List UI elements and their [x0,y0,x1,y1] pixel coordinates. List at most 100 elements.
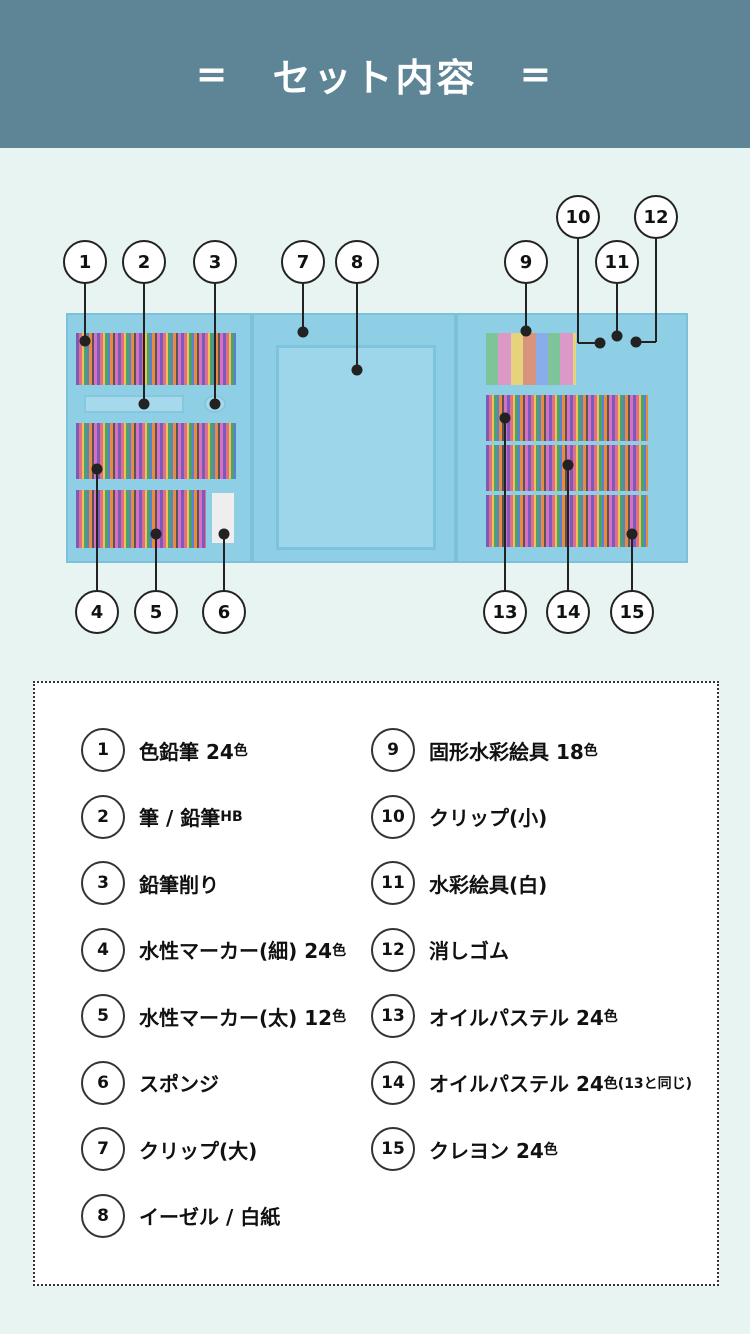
header-right-mark: = [519,52,555,96]
item-number: 4 [81,927,125,972]
item-number: 2 [81,794,125,839]
easel-board [276,345,436,550]
item-number: 7 [81,1127,125,1171]
callout-number: 5 [134,590,178,634]
leader-line [631,534,633,612]
leader-dot [91,463,103,475]
leader-line [636,341,656,343]
leader-dot [351,364,363,376]
item-name: 消しゴム [429,939,509,963]
item-number: 3 [81,861,125,905]
callout-number: 1 [63,240,107,284]
item-number: 1 [81,728,125,772]
callout-number: 9 [504,240,548,284]
item-name: 水性マーカー(太) 12 [139,1005,333,1030]
list-item: 6 スポンジ [81,1060,219,1105]
leader-line [616,262,618,336]
callout-number: 4 [75,590,119,634]
leader-line [84,262,86,341]
leader-line [302,262,304,332]
right-panel [456,313,688,563]
leader-dot [626,528,638,540]
item-suffix: 色(13と同じ) [603,1075,693,1092]
item-number: 11 [371,861,415,905]
item-number: 8 [81,1193,125,1238]
leader-line [655,217,657,342]
list-item: 7 クリップ(大) [81,1127,257,1171]
leader-line [214,262,216,404]
list-item: 10 クリップ(小) [371,794,548,839]
leader-line [577,217,579,343]
leader-dot [562,459,574,471]
header-left-mark: = [195,52,231,96]
brush-pencil-tray [84,395,184,413]
callout-number: 15 [610,590,654,634]
callout-number: 12 [634,195,678,239]
colored-pencils [76,333,236,385]
item-number: 9 [371,728,415,772]
callout-number: 6 [202,590,246,634]
item-name: オイルパステル 24 [429,1072,604,1096]
callout-number: 13 [483,590,527,634]
item-suffix: 色 [583,743,598,759]
leader-line [525,262,527,331]
leader-dot [297,326,309,338]
middle-panel [252,313,456,563]
list-item: 8 イーゼル / 白紙 [81,1193,281,1238]
leader-line [223,534,225,612]
item-number: 12 [371,927,415,972]
item-number: 15 [371,1127,415,1171]
list-item: 12 消しゴム [371,927,509,972]
item-suffix: 色 [233,743,248,759]
leader-dot [209,398,221,410]
item-name: クリップ(大) [139,1138,258,1163]
item-name: スポンジ [139,1072,219,1096]
item-name: 固形水彩絵具 18 [429,739,584,764]
callout-number: 14 [546,590,590,634]
leader-line [567,465,569,612]
item-number: 10 [371,794,415,839]
item-suffix: 色 [543,1142,558,1158]
leader-line [504,418,506,612]
watercolor-paints [486,333,576,385]
leader-dot [150,528,162,540]
leader-dot [594,337,606,349]
leader-line [143,262,145,404]
item-suffix: 色 [332,942,347,959]
leader-dot [611,330,623,342]
item-number: 14 [371,1060,415,1105]
callout-number: 3 [193,240,237,284]
callout-number: 2 [122,240,166,284]
item-name: 水性マーカー(細) 24 [139,939,333,963]
item-name: 鉛筆削り [139,872,219,897]
oil-pastels-1 [486,395,648,441]
leader-line [96,469,98,612]
item-name: クレヨン 24 [429,1138,544,1163]
page-title: セット内容 [272,55,478,100]
callout-number: 11 [595,240,639,284]
leader-dot [520,325,532,337]
leader-line [155,534,157,612]
item-name: イーゼル / 白紙 [139,1205,281,1229]
item-number: 5 [81,994,125,1038]
list-item: 3 鉛筆削り [81,861,219,905]
leader-line [578,342,600,344]
left-panel [66,313,252,563]
item-name: クリップ(小) [429,806,548,830]
item-number: 6 [81,1060,125,1105]
item-suffix: 色 [332,1009,347,1025]
callout-number: 7 [281,240,325,284]
item-suffix: 色 [603,1009,618,1025]
callout-number: 8 [335,240,379,284]
leader-dot [218,528,230,540]
leader-dot [499,412,511,424]
callout-number: 10 [556,195,600,239]
thin-markers [76,423,236,479]
